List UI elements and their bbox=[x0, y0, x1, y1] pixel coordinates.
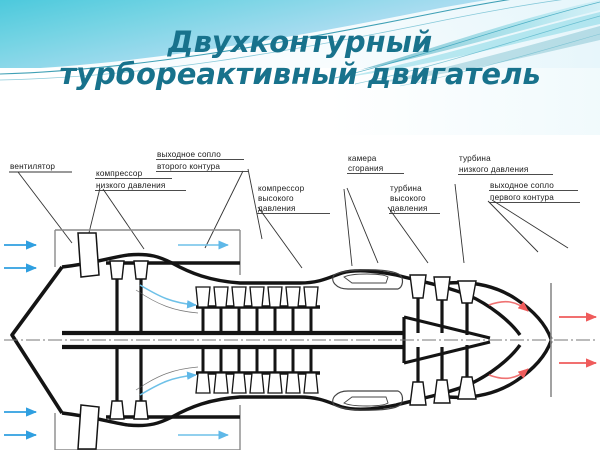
combustor-can-lower bbox=[332, 390, 404, 411]
hp-blade-l1 bbox=[195, 372, 211, 394]
lp-blade-u2 bbox=[133, 260, 149, 280]
page-title-line-2: турбореактивный двигатель bbox=[59, 57, 541, 92]
leader-hp-compressor bbox=[257, 206, 303, 269]
leader-lines bbox=[17, 168, 569, 269]
hp-blade-l2 bbox=[213, 372, 229, 394]
hp-blade-u2 bbox=[213, 286, 229, 308]
banner-wave-white bbox=[0, 0, 600, 135]
label-bypass-nozzle-line-0: выходное сопло bbox=[157, 150, 221, 159]
label-hp-compressor-line-1: высокого bbox=[258, 194, 294, 203]
leader-bypass-nozzle-a bbox=[204, 170, 244, 249]
nacelle-outer-shell bbox=[54, 229, 241, 450]
leader-combustion-a bbox=[343, 188, 353, 267]
banner-arc-1 bbox=[0, 0, 511, 75]
label-combustion-line-0: камера bbox=[348, 154, 377, 163]
hp-blade-u3 bbox=[231, 286, 247, 308]
core-arrow-guide-upper bbox=[135, 289, 199, 314]
leader-lp-turbine bbox=[454, 183, 465, 264]
banner-ribbon-2 bbox=[340, 12, 600, 78]
hp-blade-u5 bbox=[267, 286, 283, 308]
leader-hp-turbine bbox=[387, 206, 429, 264]
core-arrow-upper bbox=[139, 284, 197, 309]
fan-blade-lower bbox=[77, 404, 100, 450]
label-lp-turbine: турбина низкого давления bbox=[458, 154, 553, 176]
label-lp-compressor-line-0: компрессор bbox=[96, 169, 143, 178]
lp-compressor-stages bbox=[109, 260, 149, 420]
hp-blade-l4 bbox=[249, 372, 265, 394]
turbine-stages bbox=[409, 274, 477, 406]
fan-blade-upper bbox=[77, 232, 100, 278]
turbine-blade-l3 bbox=[457, 376, 477, 400]
label-bypass-nozzle-line-1: второго контура bbox=[157, 162, 220, 171]
hp-blade-u7 bbox=[303, 286, 319, 308]
lp-blade-u1 bbox=[109, 260, 125, 280]
label-fan-line-0: вентилятор bbox=[10, 162, 55, 171]
core-arrow-guide-lower bbox=[135, 366, 199, 391]
leader-fan bbox=[17, 171, 73, 244]
turbine-blade-u1 bbox=[409, 274, 427, 299]
label-combustion-line-1: сгорания bbox=[348, 164, 383, 173]
combustor-inner-upper bbox=[343, 273, 389, 284]
turbine-blade-u3 bbox=[457, 280, 477, 304]
hp-blade-l3 bbox=[231, 372, 247, 394]
diagram-labels: вентилятор выходное сопло второго контур… bbox=[9, 150, 580, 215]
lp-blade-l1 bbox=[109, 400, 125, 420]
turbine-blade-l1 bbox=[409, 381, 427, 406]
page-title-line-1: Двухконтурный bbox=[167, 25, 433, 59]
label-core-nozzle-line-0: выходное сопло bbox=[490, 181, 554, 190]
label-fan: вентилятор bbox=[9, 162, 72, 173]
label-hp-compressor: компрессор высокого давления bbox=[257, 184, 330, 215]
label-hp-compressor-line-2: давления bbox=[258, 204, 296, 213]
label-core-nozzle: выходное сопло первого контура bbox=[489, 181, 580, 204]
hp-blade-l6 bbox=[285, 372, 301, 394]
label-lp-compressor-line-1: низкого давления bbox=[96, 181, 165, 190]
banner-line-3 bbox=[399, 33, 600, 87]
combustor-can-upper bbox=[332, 269, 404, 290]
label-bypass-nozzle: выходное сопло второго контура bbox=[156, 150, 248, 173]
exhaust-curve-upper bbox=[488, 300, 529, 312]
page-title: Двухконтурный турбореактивный двигатель bbox=[0, 26, 600, 91]
label-hp-turbine-line-1: высокого bbox=[390, 194, 426, 203]
hp-blade-l5 bbox=[267, 372, 283, 394]
label-hp-compressor-line-0: компрессор bbox=[258, 184, 305, 193]
nose-spinner bbox=[10, 265, 64, 414]
exhaust-curve-lower bbox=[488, 368, 529, 380]
label-lp-turbine-line-1: низкого давления bbox=[459, 165, 528, 174]
turbine-blade-l2 bbox=[433, 379, 451, 404]
label-core-nozzle-line-1: первого контура bbox=[490, 193, 554, 202]
label-combustion-chamber: камера сгорания bbox=[347, 154, 404, 175]
label-lp-turbine-line-0: турбина bbox=[459, 154, 491, 163]
hp-blade-u4 bbox=[249, 286, 265, 308]
hp-compressor-stages bbox=[195, 286, 319, 394]
banner-graphic bbox=[0, 0, 600, 135]
banner-arc-2 bbox=[0, 0, 563, 81]
label-hp-turbine-line-0: турбина bbox=[390, 184, 422, 193]
leader-core-nozzle-b bbox=[491, 199, 569, 249]
leader-bypass-nozzle-b bbox=[247, 168, 263, 240]
fan-blades bbox=[77, 232, 100, 450]
rotor-drums bbox=[62, 330, 404, 350]
leader-core-nozzle-a bbox=[487, 200, 539, 253]
leader-lp-compressor-a bbox=[102, 188, 145, 250]
leader-combustion-b bbox=[346, 187, 379, 264]
label-hp-turbine-line-2: давления bbox=[390, 204, 428, 213]
hp-blade-l7 bbox=[303, 372, 319, 394]
banner-line-1 bbox=[334, 1, 600, 79]
turbine-blade-u2 bbox=[433, 276, 451, 301]
combustion-chamber bbox=[332, 269, 404, 411]
combustor-inner-lower bbox=[343, 396, 389, 407]
banner-line-2 bbox=[354, 15, 600, 85]
label-lp-compressor: компрессор низкого давления bbox=[95, 169, 186, 192]
hp-blade-u1 bbox=[195, 286, 211, 308]
flow-arrows bbox=[4, 240, 598, 440]
hp-blade-u6 bbox=[285, 286, 301, 308]
engine-diagram: вентилятор выходное сопло второго контур… bbox=[0, 135, 600, 450]
label-hp-turbine: турбина высокого давления bbox=[389, 184, 440, 215]
core-arrow-lower bbox=[139, 371, 197, 396]
banner-ribbon-1 bbox=[360, 0, 600, 70]
lp-blade-l2 bbox=[133, 400, 149, 420]
